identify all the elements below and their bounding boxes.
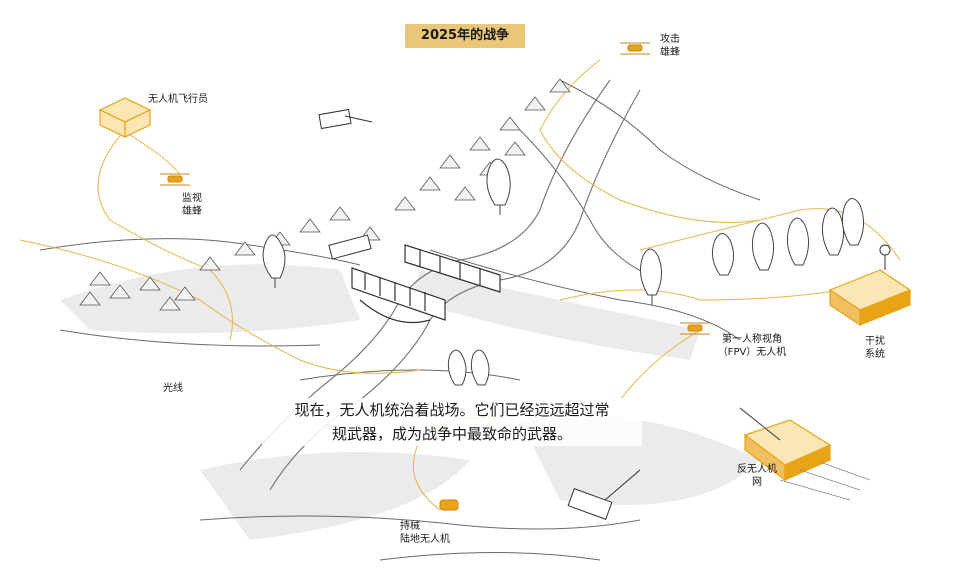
terrain-lines — [39, 79, 761, 561]
attack-drone-icon — [620, 42, 650, 55]
surveillance-drone-icon — [160, 173, 190, 186]
drone-pilot-label: 无人机飞行员 — [148, 94, 208, 105]
jamming-system — [828, 244, 912, 327]
jamming-system-label: 干扰 系统 — [865, 336, 885, 360]
bridge — [351, 244, 501, 324]
page-title: 2025年的战争 — [405, 24, 525, 48]
trees — [262, 158, 864, 386]
net-lines — [779, 461, 871, 501]
fiber-optic-label: 光线 — [163, 383, 183, 394]
caption: 现在，无人机统治着战场。它们已经远远超过常 规武器，成为战争中最致命的武器。 — [262, 398, 642, 446]
artillery — [318, 108, 641, 520]
attack-swarm-label: 攻击 雄蜂 — [660, 34, 680, 58]
anti-drone-net-label: 反无人机 网 — [737, 464, 777, 488]
surveillance-swarm-label: 监视 雄蜂 — [182, 193, 202, 217]
drone-pilot-bunker — [98, 97, 152, 138]
fpv-drone-icon — [680, 322, 710, 335]
anti-drone-net-tank — [739, 407, 832, 482]
ground-drone-label: 持械 陆地无人机 — [400, 521, 450, 545]
ground-drone-icon — [439, 499, 459, 511]
fpv-drone-label: 第一人称视角 （FPV）无人机 — [717, 334, 787, 358]
drones — [160, 42, 710, 511]
tents — [79, 78, 571, 311]
fiber-optic-cables — [19, 59, 901, 511]
